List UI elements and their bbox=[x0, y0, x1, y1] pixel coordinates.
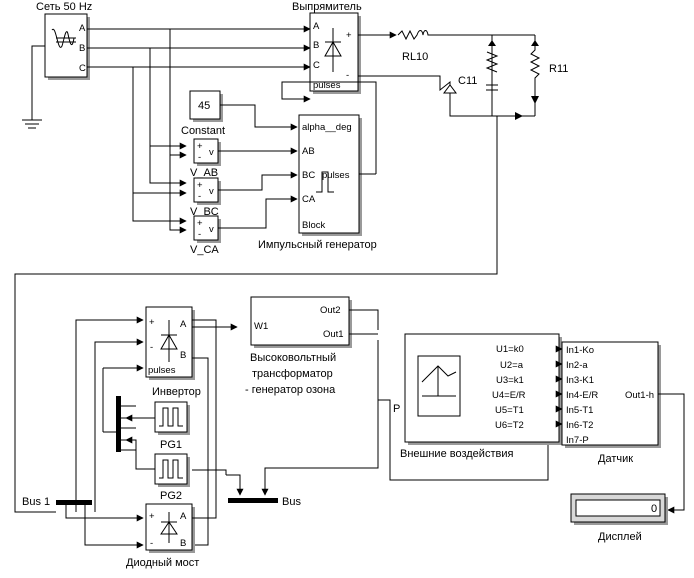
pg1-block[interactable] bbox=[154, 401, 190, 435]
bus-bar bbox=[228, 498, 278, 503]
rectifier-block[interactable]: A B C + - pulses bbox=[309, 12, 361, 94]
bus-label: Bus bbox=[282, 496, 301, 508]
ext-out-u2: U2=a bbox=[500, 360, 524, 371]
pg2-block[interactable] bbox=[154, 453, 190, 487]
mux-bar bbox=[116, 396, 121, 452]
svg-text:+: + bbox=[197, 218, 203, 229]
transformer-port-w1: W1 bbox=[254, 321, 268, 332]
svg-text:-: - bbox=[198, 152, 201, 163]
pg-port-block: Block bbox=[302, 220, 325, 231]
bridge-port-plus: + bbox=[149, 511, 155, 522]
inverter-port-plus: + bbox=[149, 317, 155, 328]
transformer-title-2: трансформатор bbox=[252, 368, 333, 380]
network-title: Сеть 50 Hz bbox=[36, 1, 92, 13]
network-port-b: B bbox=[79, 43, 85, 54]
inverter-port-a: A bbox=[180, 319, 187, 330]
display-value: 0 bbox=[651, 503, 657, 515]
ext-out-u1: U1=k0 bbox=[496, 344, 524, 355]
sensor-block[interactable]: In1-Ko In2-a In3-K1 In4-E/R In5-T1 In6-T… bbox=[561, 341, 661, 448]
ext-out-u5: U5=T1 bbox=[495, 405, 524, 416]
vmeter-bc[interactable]: + - v bbox=[193, 177, 221, 205]
sensor-in3: In3-K1 bbox=[566, 375, 594, 386]
network-block[interactable]: A B C bbox=[44, 13, 90, 80]
rl-label: RL10 bbox=[402, 51, 428, 63]
display-block[interactable]: 0 bbox=[570, 493, 668, 525]
ext-out-u3: U3=k1 bbox=[496, 375, 524, 386]
ext-out-u6: U6=T2 bbox=[495, 420, 524, 431]
capacitor-element[interactable] bbox=[485, 35, 499, 116]
svg-text:+: + bbox=[197, 141, 203, 152]
inverter-title: Инвертор bbox=[152, 386, 201, 398]
sensor-out: Out1-h bbox=[625, 390, 654, 401]
sensor-in1: In1-Ko bbox=[566, 345, 594, 356]
pg-port-ca: CA bbox=[302, 194, 316, 205]
transformer-block[interactable]: W1 Out2 Out1 bbox=[250, 296, 352, 348]
bus1-label: Bus 1 bbox=[22, 496, 50, 508]
sensor-in2: In2-a bbox=[566, 360, 588, 371]
rectifier-port-minus: - bbox=[346, 70, 349, 81]
svg-text:+: + bbox=[197, 180, 203, 191]
rectifier-port-plus: + bbox=[346, 30, 352, 41]
vmeter-ab[interactable]: + - v bbox=[193, 138, 221, 166]
inverter-port-minus: - bbox=[150, 342, 153, 353]
svg-text:-: - bbox=[198, 229, 201, 240]
resistor-element[interactable] bbox=[529, 35, 541, 116]
inverter-block[interactable]: + - A B pulses bbox=[145, 306, 195, 380]
rl-element[interactable] bbox=[397, 29, 432, 41]
bridge-port-minus: - bbox=[150, 538, 153, 549]
rectifier-port-pulses: pulses bbox=[313, 80, 341, 91]
constant-value: 45 bbox=[198, 100, 210, 112]
cap-label: C11 bbox=[458, 75, 477, 87]
transformer-title-1: Высоковольтный bbox=[250, 352, 336, 364]
external-block[interactable]: U1=k0 U2=a U3=k1 U4=E/R U5=T1 U6=T2 bbox=[404, 333, 562, 445]
ext-out-u4: U4=E/R bbox=[492, 390, 526, 401]
vmeter-ca[interactable]: + - v bbox=[193, 215, 221, 243]
pulse-generator-block[interactable]: alpha__deg AB BC CA Block pulses bbox=[298, 114, 362, 236]
bridge-port-b: B bbox=[180, 538, 186, 549]
res-label: R11 bbox=[549, 63, 568, 75]
network-port-a: A bbox=[79, 23, 86, 34]
inverter-port-pulses: pulses bbox=[148, 365, 176, 376]
vbc-label: V_BC bbox=[190, 206, 219, 218]
inverter-port-b: B bbox=[180, 350, 186, 361]
pg2-label: PG2 bbox=[160, 490, 182, 502]
network-port-c: C bbox=[79, 63, 86, 74]
pg-port-ab: AB bbox=[302, 146, 315, 157]
pg-port-pulses: pulses bbox=[322, 170, 350, 181]
sensor-in5: In5-T1 bbox=[566, 405, 593, 416]
vca-label: V_CA bbox=[190, 244, 219, 256]
transformer-title-3: - генератор озона bbox=[245, 384, 336, 396]
p-label: P bbox=[393, 403, 400, 415]
svg-text:v: v bbox=[209, 147, 214, 158]
pg-port-alpha: alpha__deg bbox=[302, 122, 352, 133]
external-title: Внешние воздействия bbox=[400, 448, 513, 460]
rectifier-title: Выпрямитель bbox=[292, 1, 362, 13]
diode-bridge-title: Диодный мост bbox=[126, 557, 199, 569]
svg-text:v: v bbox=[209, 224, 214, 235]
rectifier-port-c: C bbox=[313, 60, 320, 71]
display-title: Дисплей bbox=[598, 531, 642, 543]
svg-text:v: v bbox=[209, 186, 214, 197]
sensor-in7: In7-P bbox=[566, 435, 589, 446]
pulse-gen-title: Импульсный генератор bbox=[258, 239, 377, 251]
constant-block[interactable]: 45 bbox=[189, 90, 223, 122]
rectifier-port-b: B bbox=[313, 40, 319, 51]
bus1-bar bbox=[56, 500, 92, 505]
pg-port-bc: BC bbox=[302, 170, 315, 181]
transformer-port-out2: Out2 bbox=[320, 305, 341, 316]
bridge-port-a: A bbox=[180, 511, 187, 522]
ground-icon bbox=[22, 45, 45, 129]
constant-label: Constant bbox=[181, 125, 225, 137]
rectifier-port-a: A bbox=[313, 21, 320, 32]
diode-bridge-block[interactable]: + - A B bbox=[145, 503, 195, 553]
svg-text:-: - bbox=[198, 191, 201, 202]
vab-label: V_AB bbox=[190, 167, 218, 179]
sensor-in4: In4-E/R bbox=[566, 390, 598, 401]
sensor-in6: In6-T2 bbox=[566, 420, 593, 431]
pg1-label: PG1 bbox=[160, 439, 182, 451]
transformer-port-out1: Out1 bbox=[323, 329, 344, 340]
sensor-title: Датчик bbox=[598, 453, 633, 465]
